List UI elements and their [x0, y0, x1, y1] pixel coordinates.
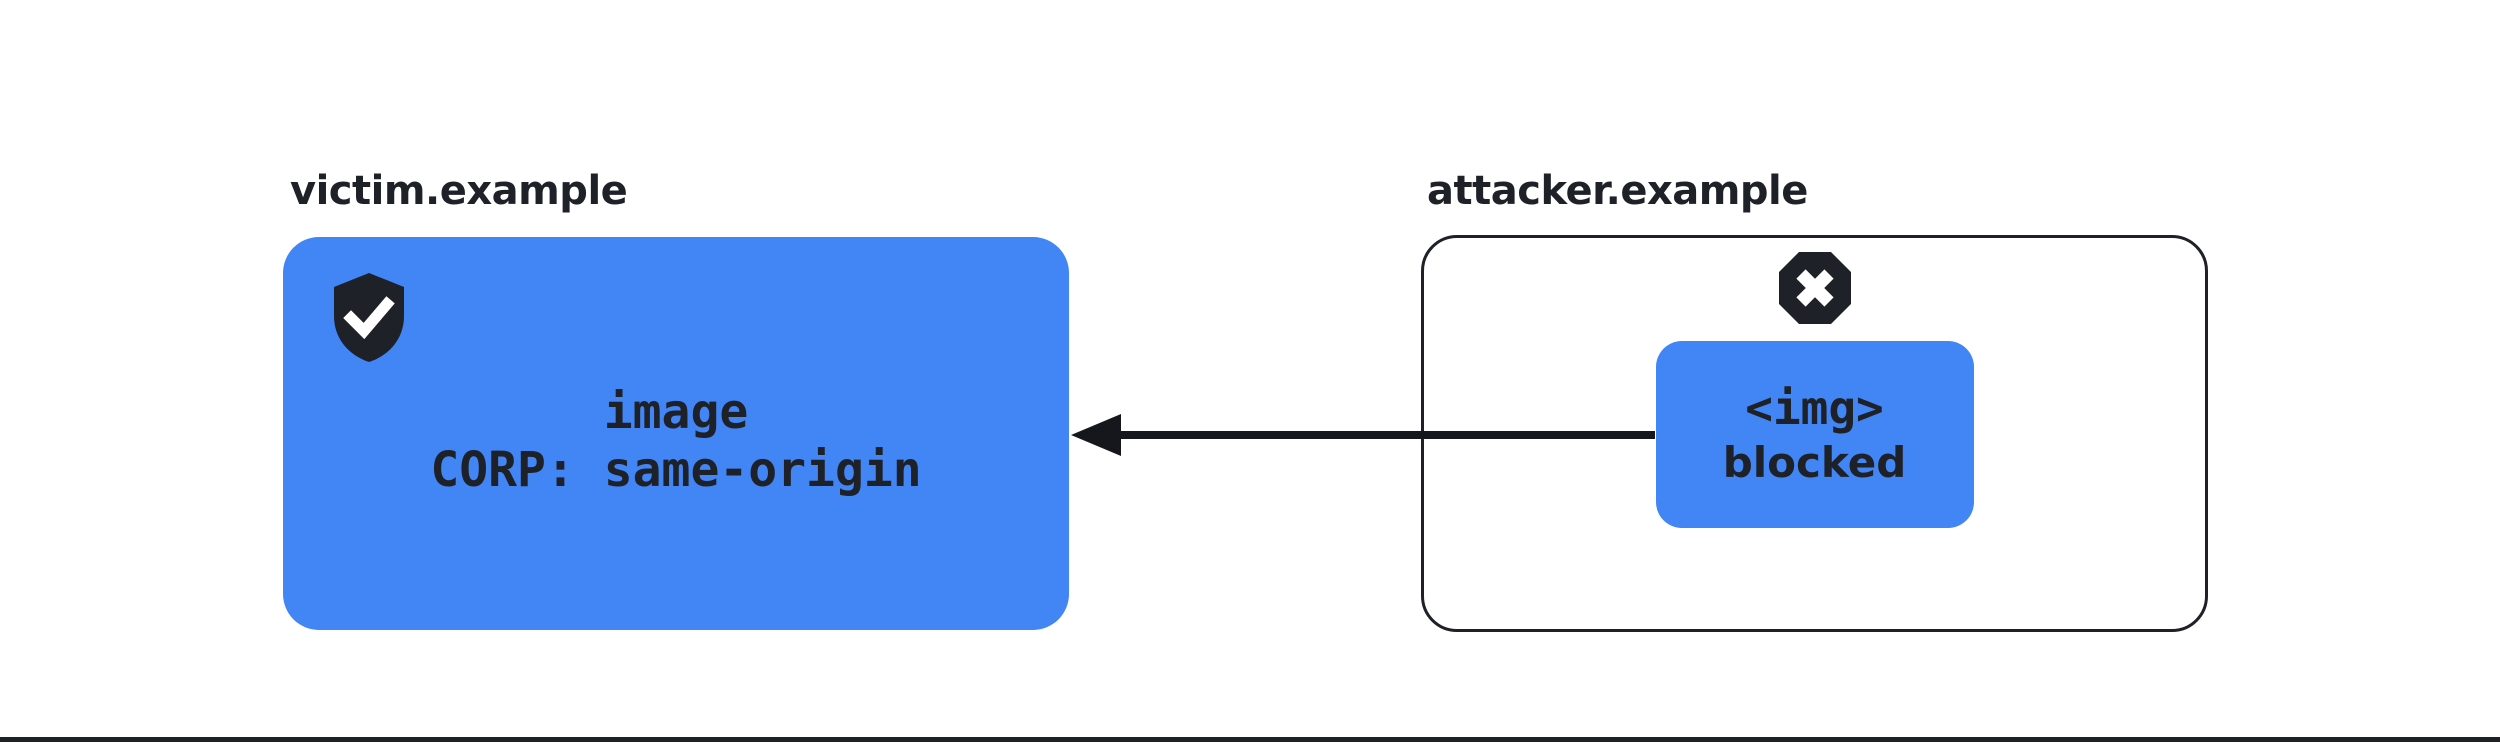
shield-check-icon	[334, 273, 404, 362]
victim-origin-box: image CORP: same-origin	[283, 237, 1069, 630]
corp-header-text: CORP: same-origin	[430, 441, 922, 498]
victim-domain-title: victim.example	[290, 168, 628, 214]
resource-type-text: image	[603, 383, 749, 440]
victim-resource-label: image CORP: same-origin	[283, 237, 1069, 630]
blocked-request-box: <img> blocked	[1655, 341, 1974, 528]
octagon-x-icon	[1778, 252, 1851, 324]
attacker-domain-title: attacker.example	[1427, 168, 1808, 214]
img-tag-text: <img>	[1745, 380, 1884, 435]
request-blocked-arrow	[1071, 414, 1655, 456]
bottom-divider	[0, 737, 2500, 742]
blocked-text: blocked	[1722, 437, 1907, 487]
